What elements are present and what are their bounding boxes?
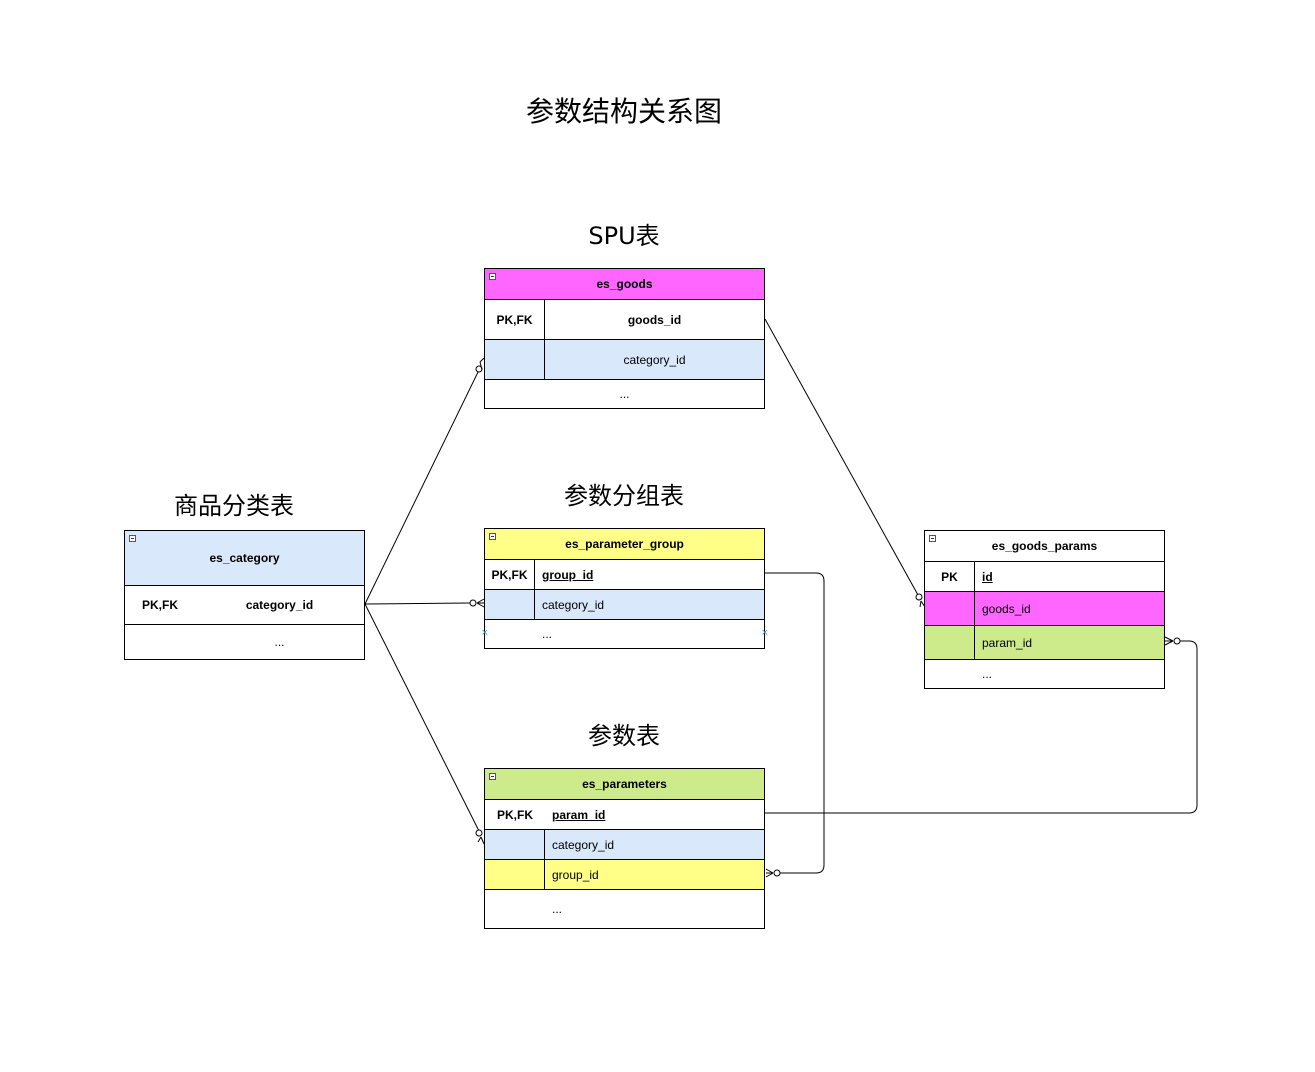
row-field: category_id <box>623 352 686 367</box>
es-parameters-header[interactable]: es_parameters <box>485 769 764 800</box>
edge-category-group <box>364 602 471 605</box>
row-key <box>485 860 545 889</box>
row-field: ... <box>274 635 285 649</box>
edge-goods-goodsparams <box>764 318 919 596</box>
row-key <box>925 592 975 625</box>
table-row: ... <box>485 380 764 408</box>
row-key: PK <box>925 562 975 591</box>
table-row: PK,FK category_id <box>125 586 364 625</box>
row-field: group_id <box>552 867 599 882</box>
table-row: PK,FK param_id <box>485 800 764 830</box>
es-goods-params-name: es_goods_params <box>991 539 1098 553</box>
row-field: ... <box>619 387 630 401</box>
row-key <box>925 626 975 659</box>
row-field: category_id <box>542 597 605 612</box>
es-parameters-name: es_parameters <box>582 777 667 791</box>
spu-table-label: SPU表 <box>588 222 660 250</box>
row-field: group_id <box>542 567 594 582</box>
es-category-table[interactable]: es_category PK,FK category_id ... <box>124 530 365 660</box>
collapse-icon[interactable] <box>489 533 496 540</box>
row-field: ... <box>552 902 563 916</box>
table-row: ... <box>125 625 364 659</box>
connection-anchor-icon[interactable]: × <box>761 628 769 638</box>
es-parameters-table[interactable]: es_parameters PK,FK param_id category_id… <box>484 768 765 929</box>
collapse-icon[interactable] <box>489 273 496 280</box>
row-field: category_id <box>245 598 314 612</box>
table-row: ... <box>925 660 1164 688</box>
row-key <box>485 340 545 379</box>
table-row: category_id <box>485 830 764 860</box>
es-category-name: es_category <box>209 551 280 565</box>
edge-group-params <box>765 572 825 874</box>
edge-group-params-circle <box>773 869 781 877</box>
param-group-table-label: 参数分组表 <box>564 482 684 510</box>
table-row: category_id <box>485 340 764 380</box>
es-category-header[interactable]: es_category <box>125 531 364 586</box>
diagram-title: 参数结构关系图 <box>525 95 722 128</box>
table-row: ... <box>485 620 764 648</box>
row-key <box>925 660 975 688</box>
edge-category-params-circle <box>475 829 483 837</box>
es-parameter-group-header[interactable]: es_parameter_group <box>485 529 764 560</box>
row-key: PK,FK <box>485 300 545 339</box>
es-parameter-group-table[interactable]: es_parameter_group PK,FK group_id catego… <box>484 528 765 649</box>
row-field: param_id <box>982 635 1033 650</box>
es-goods-params-table[interactable]: es_goods_params PK id goods_id param_id … <box>924 530 1165 689</box>
row-key <box>485 620 535 648</box>
edge-params-goodsparams-circle <box>1173 637 1181 645</box>
row-key: PK,FK <box>142 598 178 612</box>
params-table-label: 参数表 <box>588 722 660 750</box>
row-key <box>125 625 195 659</box>
row-key: PK,FK <box>497 807 533 822</box>
table-row: param_id <box>925 626 1164 660</box>
row-key <box>485 590 535 619</box>
table-row: PK,FK group_id <box>485 560 764 590</box>
row-field: ... <box>542 627 553 641</box>
row-key: PK,FK <box>485 560 535 589</box>
edge-category-goods <box>364 367 481 605</box>
table-row: goods_id <box>925 592 1164 626</box>
table-row: PK,FK goods_id <box>485 300 764 340</box>
table-row: group_id <box>485 860 764 890</box>
row-field: id <box>982 569 993 584</box>
table-row: PK id <box>925 562 1164 592</box>
collapse-icon[interactable] <box>929 535 936 542</box>
es-goods-table[interactable]: es_goods PK,FK goods_id category_id ... <box>484 268 765 409</box>
es-parameter-group-name: es_parameter_group <box>565 537 684 551</box>
table-row: category_id <box>485 590 764 620</box>
edge-goods-goodsparams-circle <box>915 593 923 601</box>
es-goods-params-header[interactable]: es_goods_params <box>925 531 1164 562</box>
row-field: ... <box>982 667 993 681</box>
row-field: goods_id <box>982 601 1031 616</box>
edge-category-params <box>364 603 480 832</box>
row-key <box>485 890 545 928</box>
row-field: param_id <box>552 807 606 822</box>
collapse-icon[interactable] <box>489 773 496 780</box>
row-field: category_id <box>552 837 615 852</box>
collapse-icon[interactable] <box>129 535 136 542</box>
edge-params-goodsparams <box>765 640 1198 814</box>
edge-category-group-circle <box>469 599 477 607</box>
table-row: ... <box>485 890 764 928</box>
connection-anchor-icon[interactable]: × <box>481 628 489 638</box>
row-key <box>485 830 545 859</box>
row-field: goods_id <box>627 312 682 327</box>
es-goods-name: es_goods <box>596 277 653 291</box>
category-table-label: 商品分类表 <box>174 492 294 520</box>
es-goods-header[interactable]: es_goods <box>485 269 764 300</box>
